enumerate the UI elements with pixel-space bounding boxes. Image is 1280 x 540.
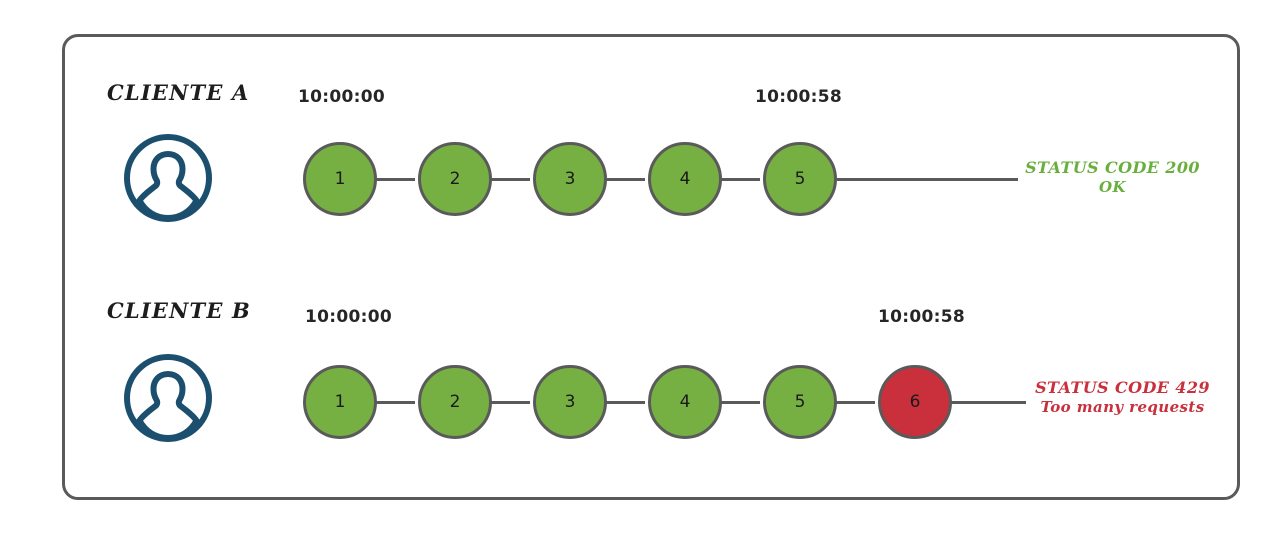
timestamp-start-b: 10:00:00	[305, 307, 392, 327]
request-node-number: 6	[909, 391, 921, 412]
status-text-line: OK	[1099, 178, 1126, 196]
connector-line	[833, 401, 875, 404]
request-node[interactable]: 1	[303, 142, 377, 216]
timestamp-start-a: 10:00:00	[298, 87, 385, 107]
connector-line	[718, 178, 760, 181]
request-node-number: 5	[794, 391, 806, 412]
request-node-blocked[interactable]: 6	[878, 365, 952, 439]
connector-line	[603, 401, 645, 404]
timestamp-end-a: 10:00:58	[755, 87, 842, 107]
request-node-number: 1	[334, 168, 346, 189]
request-chain-b: 1 2 3 4 5 6	[303, 363, 1063, 443]
request-node-number: 4	[679, 391, 691, 412]
request-node[interactable]: 2	[418, 142, 492, 216]
request-node[interactable]: 4	[648, 365, 722, 439]
user-avatar-icon	[122, 352, 214, 444]
client-label-a: CLIENTE A	[107, 80, 250, 105]
request-node[interactable]: 3	[533, 142, 607, 216]
user-avatar-icon	[122, 132, 214, 224]
connector-line	[718, 401, 760, 404]
request-node[interactable]: 2	[418, 365, 492, 439]
connector-line	[603, 178, 645, 181]
request-node-number: 5	[794, 168, 806, 189]
request-node-number: 2	[449, 168, 461, 189]
request-node-number: 3	[564, 391, 576, 412]
request-node-number: 1	[334, 391, 346, 412]
status-code-line: STATUS CODE 200	[1025, 158, 1200, 177]
request-node[interactable]: 3	[533, 365, 607, 439]
request-chain-a: 1 2 3 4 5	[303, 140, 1023, 220]
request-node-number: 2	[449, 391, 461, 412]
client-label-b: CLIENTE B	[107, 298, 251, 323]
request-node[interactable]: 5	[763, 142, 837, 216]
status-code-line: STATUS CODE 429	[1035, 378, 1210, 397]
request-node[interactable]: 4	[648, 142, 722, 216]
connector-line	[373, 401, 415, 404]
request-node[interactable]: 5	[763, 365, 837, 439]
connector-line	[488, 401, 530, 404]
status-message-a: STATUS CODE 200 OK	[1025, 158, 1200, 196]
status-connector-line-b	[948, 401, 1026, 404]
connector-line	[373, 178, 415, 181]
status-message-b: STATUS CODE 429 Too many requests	[1025, 378, 1220, 416]
diagram-frame	[62, 34, 1240, 500]
status-connector-line-a	[833, 178, 1018, 181]
timestamp-end-b: 10:00:58	[878, 307, 965, 327]
request-node-number: 4	[679, 168, 691, 189]
connector-line	[488, 178, 530, 181]
request-node-number: 3	[564, 168, 576, 189]
status-text-line: Too many requests	[1040, 398, 1205, 416]
request-node[interactable]: 1	[303, 365, 377, 439]
